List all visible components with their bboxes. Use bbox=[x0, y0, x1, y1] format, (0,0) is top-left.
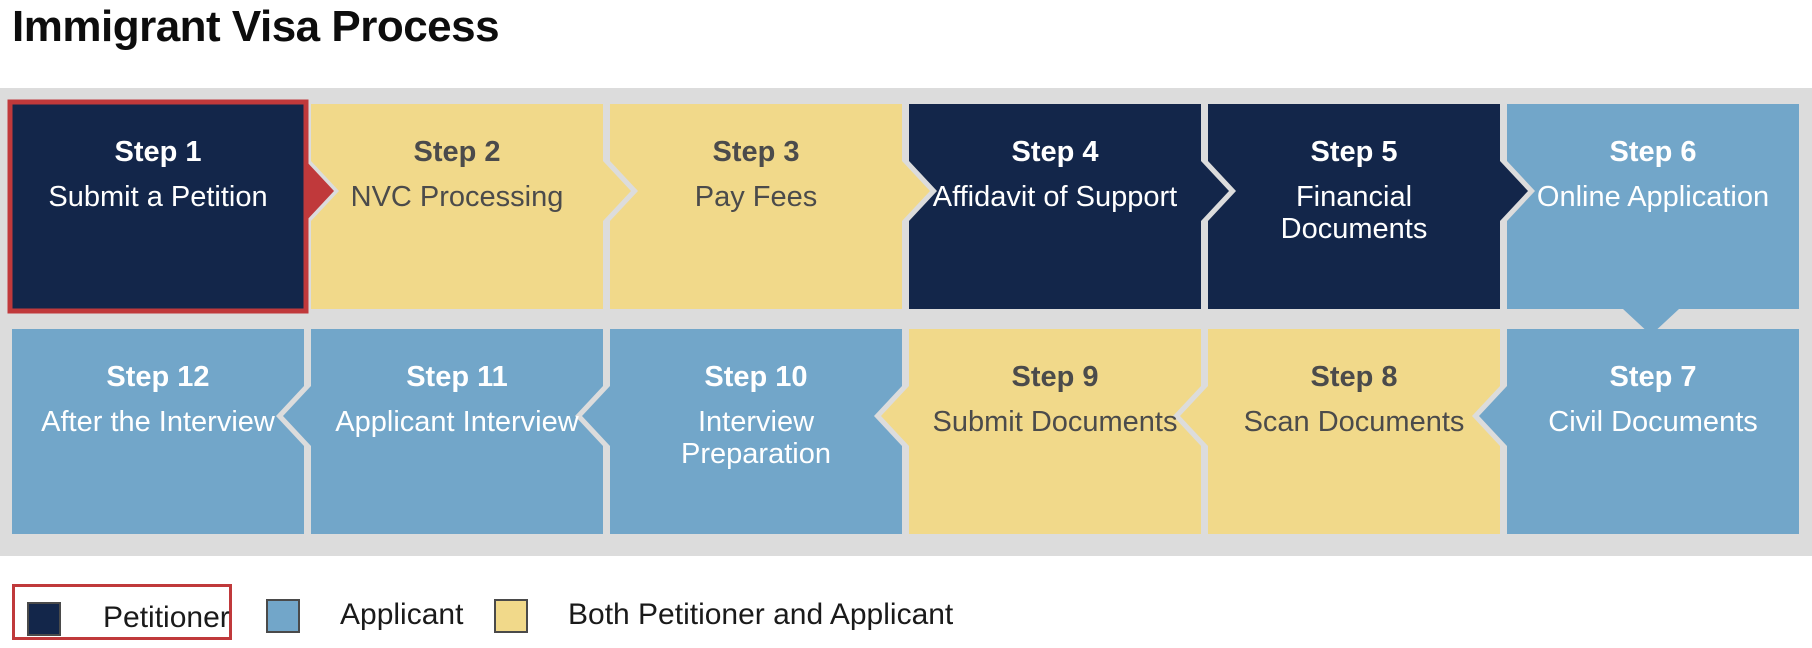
step-2-tile[interactable] bbox=[311, 104, 631, 309]
step-8-number: Step 8 bbox=[1310, 361, 1397, 393]
legend-label-both: Both Petitioner and Applicant bbox=[568, 598, 954, 631]
step-9-name: Submit Documents bbox=[933, 406, 1178, 438]
page-title: Immigrant Visa Process bbox=[12, 2, 500, 51]
step-10-tile[interactable] bbox=[582, 329, 902, 534]
legend-swatch-petitioner bbox=[27, 602, 61, 636]
legend-item-both[interactable]: Both Petitioner and Applicant bbox=[492, 584, 1012, 640]
legend-swatch-applicant bbox=[266, 599, 300, 633]
step-1-tile[interactable] bbox=[12, 104, 332, 309]
step-4-name: Affidavit of Support bbox=[933, 181, 1178, 213]
step-5-tile[interactable] bbox=[1208, 104, 1528, 309]
step-6-name: Online Application bbox=[1537, 181, 1769, 213]
step-5-name: Financial bbox=[1296, 181, 1412, 213]
visa-process-flow: Step 1 Submit a Petition Step 2 NVC Process… bbox=[0, 88, 1812, 556]
step-9-number: Step 9 bbox=[1011, 361, 1098, 393]
step-6-tile[interactable] bbox=[1507, 104, 1799, 335]
step-11-number: Step 11 bbox=[406, 361, 508, 393]
step-1-number: Step 1 bbox=[114, 136, 201, 168]
legend-swatch-both bbox=[494, 599, 528, 633]
step-7-name: Civil Documents bbox=[1548, 406, 1758, 438]
step-11-tile[interactable] bbox=[283, 329, 603, 534]
step-2-name: NVC Processing bbox=[351, 181, 564, 213]
step-4-number: Step 4 bbox=[1011, 136, 1098, 168]
step-10-name: Interview bbox=[698, 406, 815, 438]
step-7-number: Step 7 bbox=[1609, 361, 1696, 393]
step-12-number: Step 12 bbox=[106, 361, 209, 393]
step-12-tile[interactable] bbox=[12, 329, 304, 534]
legend-label-petitioner: Petitioner bbox=[103, 601, 230, 634]
step-12-name: After the Interview bbox=[41, 406, 276, 438]
step-7-tile[interactable] bbox=[1479, 329, 1799, 534]
step-3-tile[interactable] bbox=[610, 104, 930, 309]
step-5-number: Step 5 bbox=[1310, 136, 1397, 168]
step-4-tile[interactable] bbox=[909, 104, 1229, 309]
legend-item-petitioner[interactable]: Petitioner bbox=[12, 584, 232, 640]
step-3-number: Step 3 bbox=[712, 136, 799, 168]
step-2-number: Step 2 bbox=[413, 136, 500, 168]
legend: Petitioner Applicant Both Petitioner and A… bbox=[0, 578, 1000, 648]
step-11-name: Applicant Interview bbox=[335, 406, 579, 438]
step-8-tile[interactable] bbox=[1180, 329, 1500, 534]
step-1-name: Submit a Petition bbox=[48, 181, 267, 213]
step-3-name: Pay Fees bbox=[695, 181, 818, 213]
step-1-selection-arrow bbox=[306, 161, 334, 221]
legend-item-applicant[interactable]: Applicant bbox=[262, 584, 472, 640]
step-5-name: Documents bbox=[1281, 213, 1428, 245]
step-9-tile[interactable] bbox=[881, 329, 1201, 534]
step-10-number: Step 10 bbox=[704, 361, 807, 393]
step-10-name: Preparation bbox=[681, 438, 831, 470]
step-8-name: Scan Documents bbox=[1244, 406, 1465, 438]
legend-label-applicant: Applicant bbox=[340, 598, 464, 631]
step-6-number: Step 6 bbox=[1609, 136, 1696, 168]
